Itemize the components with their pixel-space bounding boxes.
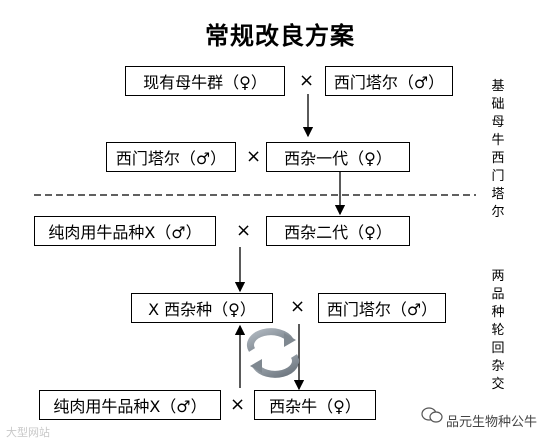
box-beef-breed-x: 纯肉用牛品种X（♂） (39, 390, 221, 420)
diagram-title: 常规改良方案 (205, 22, 355, 50)
cross-symbol: × (236, 220, 252, 241)
cross-symbol: × (299, 70, 315, 91)
side-label-bottom: 两品种轮回杂交 (491, 269, 505, 392)
side-label-top: 基础母牛西门塔尔 (491, 79, 505, 220)
box-simmental-bull: 西门塔尔（♂） (106, 142, 236, 172)
wechat-icon (421, 407, 443, 423)
watermark-left: 大型网站 (6, 426, 50, 439)
cross-symbol: × (246, 146, 262, 167)
box-cross-cattle: 西杂牛（♀） (254, 390, 376, 420)
watermark-right: 品元生物种公牛 (446, 415, 538, 430)
box-beef-breed-x: 纯肉用牛品种X（♂） (34, 216, 216, 246)
box-simmental-bull: 西门塔尔（♂） (325, 66, 453, 96)
box-x-cross: X 西杂种（♀） (131, 293, 273, 323)
cross-symbol: × (230, 394, 246, 415)
box-existing-cows: 现有母牛群（♀） (125, 66, 285, 96)
box-cross-f2: 西杂二代（♀） (266, 216, 410, 246)
cross-symbol: × (290, 296, 306, 317)
box-cross-f1: 西杂一代（♀） (266, 142, 410, 172)
cycle-icon (247, 328, 299, 378)
box-simmental-bull: 西门塔尔（♂） (318, 293, 446, 323)
